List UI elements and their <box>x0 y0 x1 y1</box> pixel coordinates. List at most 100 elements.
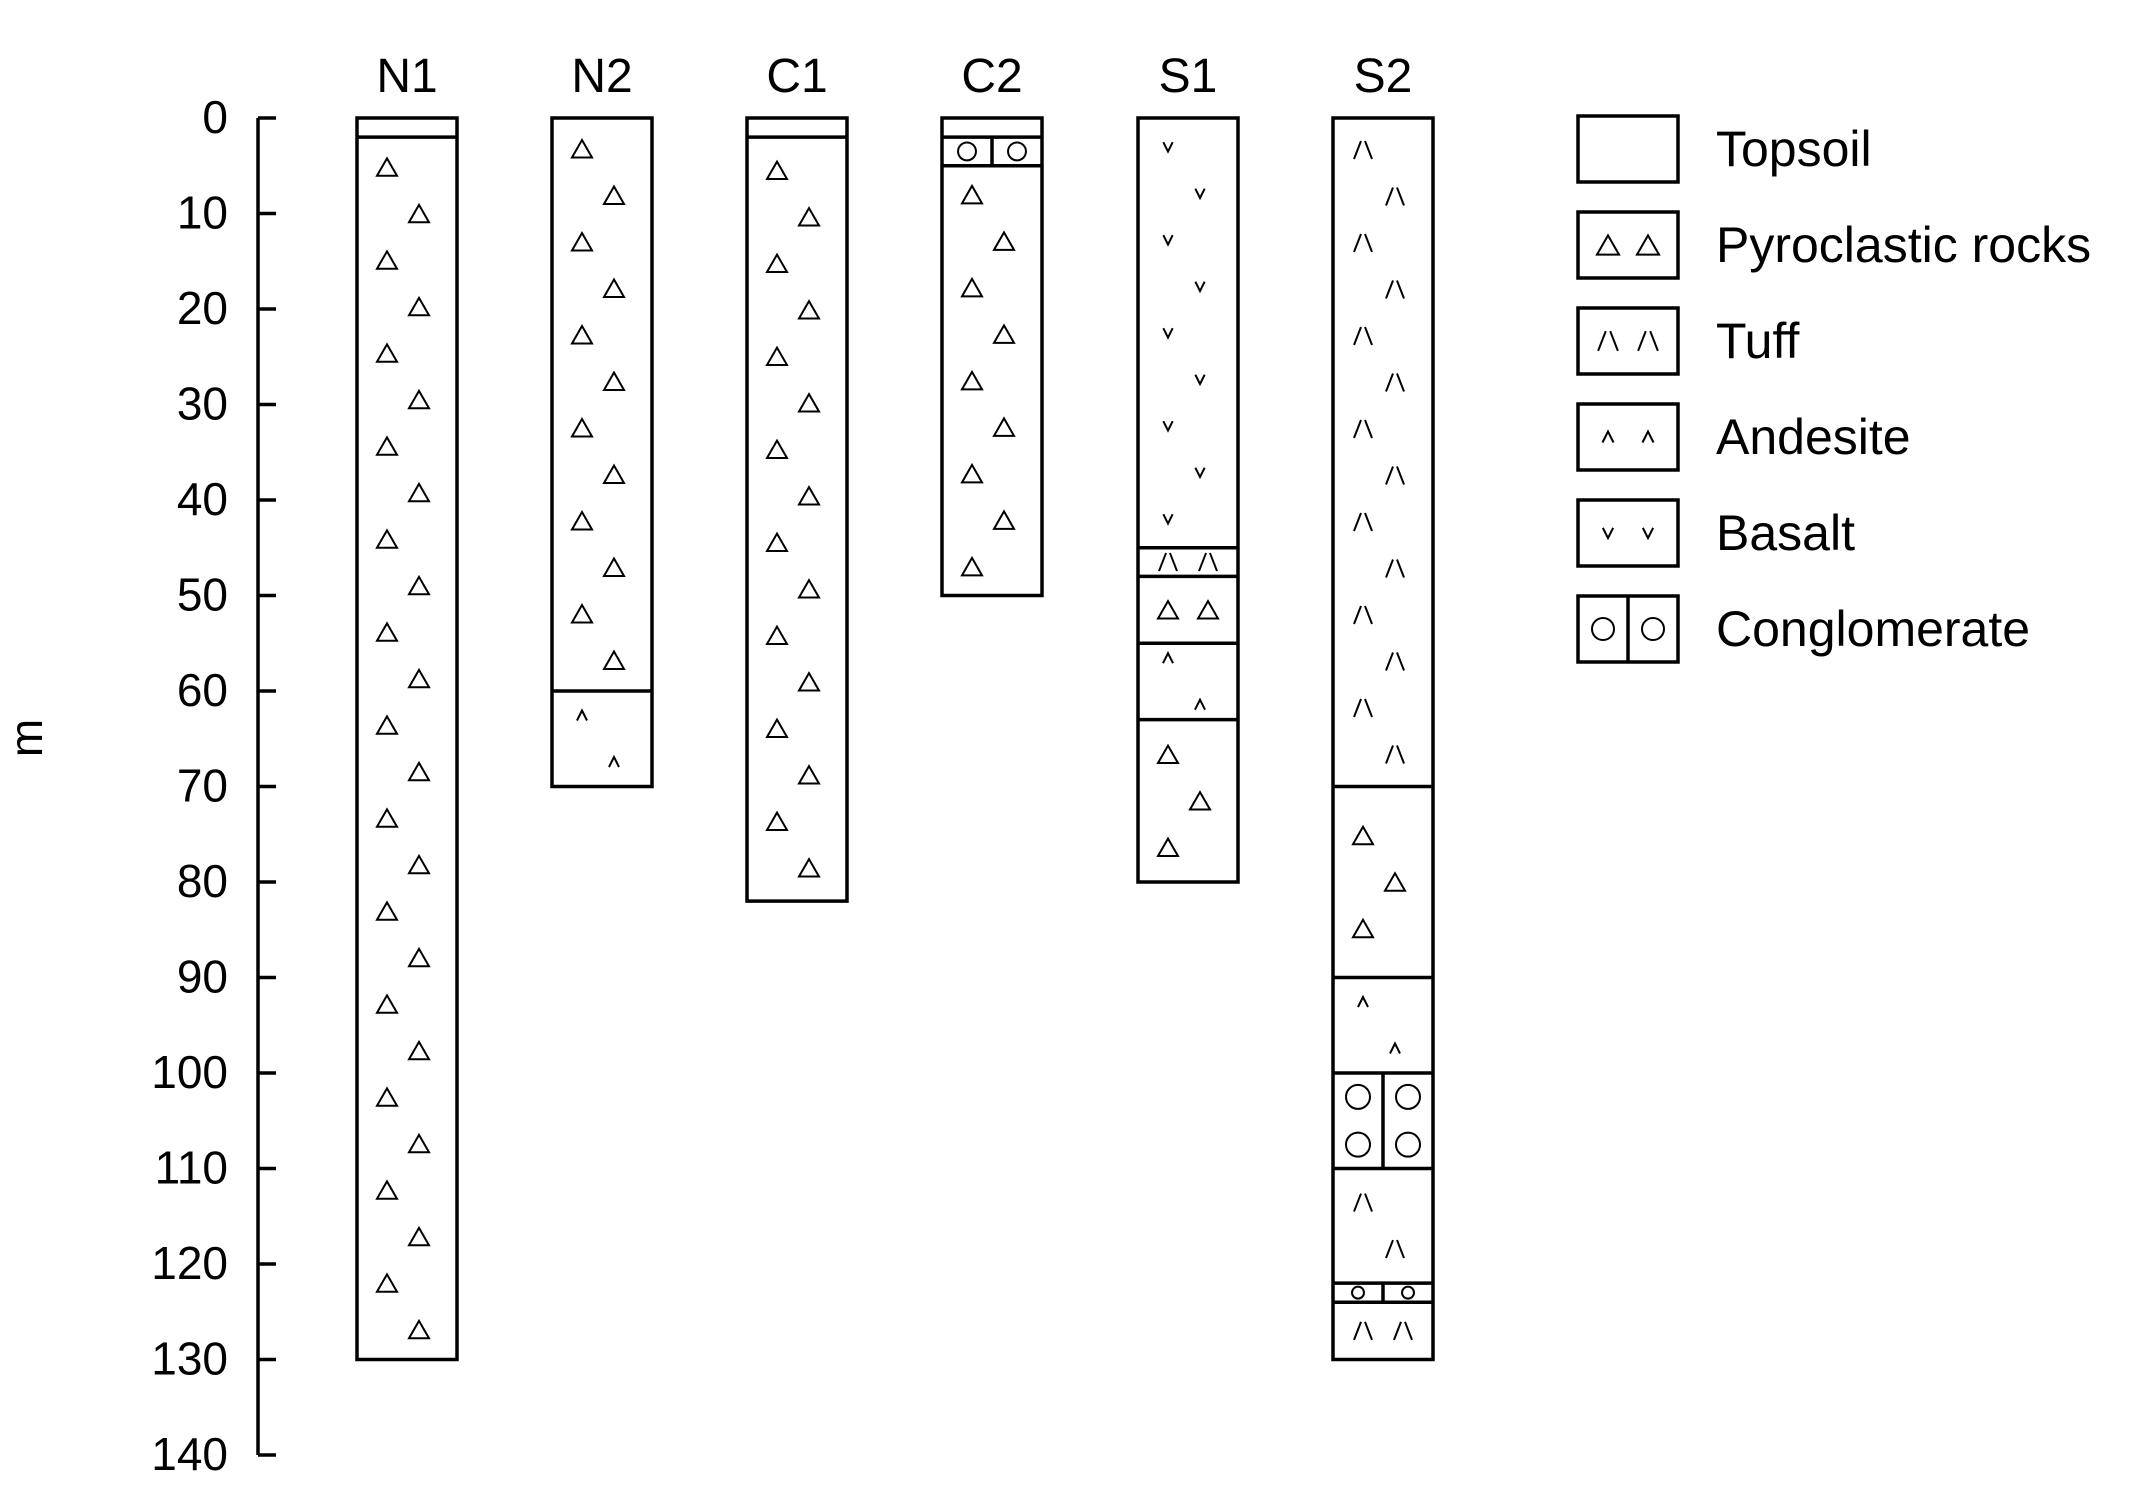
borehole-label: N1 <box>376 50 437 103</box>
borehole-outline <box>550 116 654 789</box>
andesite-symbol <box>1389 1041 1401 1054</box>
pyroclastic-symbol <box>407 388 431 410</box>
conglomerate-symbol <box>1591 617 1615 641</box>
tuff-symbol <box>1597 330 1619 352</box>
layer-tuff <box>1333 1300 1433 1341</box>
layer-pyroclastic <box>1333 784 1433 939</box>
layer-andesite <box>1333 975 1433 1054</box>
pyroclastic-symbol <box>375 807 399 828</box>
pyroclastic-symbol <box>765 810 789 832</box>
pyroclastic-symbol <box>570 417 594 438</box>
pyroclastic-symbol <box>1156 743 1180 765</box>
conglomerate-symbol <box>1351 1285 1365 1300</box>
conglomerate-symbol <box>1345 1131 1371 1158</box>
basalt-symbol <box>1162 234 1174 247</box>
pyroclastic-symbol <box>375 621 399 642</box>
tuff-symbol <box>1385 466 1405 485</box>
pyroclastic-symbol <box>407 202 431 224</box>
pyroclastic-symbol <box>960 369 984 391</box>
tuff-symbol <box>1353 698 1373 718</box>
borehole-c2: C2 <box>940 50 1044 598</box>
y-tick-label: 50 <box>177 569 228 621</box>
pyroclastic-symbol <box>1351 917 1375 939</box>
basalt-symbol <box>1601 527 1615 541</box>
pyroclastic-symbol <box>602 184 626 205</box>
pyroclastic-symbol <box>407 760 431 782</box>
pyroclastic-symbol <box>960 555 984 577</box>
tuff-symbol <box>1393 1321 1413 1341</box>
pyroclastic-symbol <box>375 528 399 549</box>
pyroclastic-symbol <box>375 342 399 363</box>
pyroclastic-symbol <box>1595 233 1621 256</box>
andesite-symbol <box>1357 994 1369 1008</box>
pyroclastic-symbol <box>375 1086 399 1107</box>
pyroclastic-symbol <box>602 649 626 670</box>
borehole-outline <box>355 116 459 1362</box>
layer-pyroclastic <box>357 135 457 1340</box>
borehole-s1: S1 <box>1136 50 1240 884</box>
legend-label: Conglomerate <box>1716 601 2030 657</box>
layer-pyroclastic <box>942 164 1042 577</box>
tuff-symbol <box>1353 419 1373 439</box>
pyroclastic-symbol <box>960 183 984 205</box>
borehole-outline <box>940 116 1044 598</box>
legend-item-tuff: Tuff <box>1576 306 1799 376</box>
pyroclastic-symbol <box>602 556 626 577</box>
conglomerate-symbol <box>1395 1083 1421 1110</box>
layer-pyroclastic <box>747 135 847 878</box>
borehole-c1: C1 <box>745 50 849 903</box>
legend-swatch-border <box>1576 210 1680 280</box>
pyroclastic-symbol <box>797 764 821 785</box>
y-tick-label: 80 <box>177 855 228 907</box>
tuff-symbol <box>1158 552 1178 572</box>
andesite-symbol <box>608 754 620 768</box>
pyroclastic-symbol <box>797 578 821 599</box>
pyroclastic-symbol <box>375 714 399 735</box>
pyroclastic-symbol <box>797 485 821 506</box>
y-tick-label: 100 <box>151 1046 228 1098</box>
legend-swatch <box>1576 114 1680 184</box>
layer-tuff <box>1138 546 1238 572</box>
borehole-label: S2 <box>1354 50 1413 103</box>
basalt-symbol <box>1162 513 1174 526</box>
y-axis-title: m <box>0 719 52 757</box>
conglomerate-symbol <box>1641 617 1665 641</box>
pyroclastic-symbol <box>570 324 594 345</box>
layer-conglomerate <box>1333 1281 1433 1303</box>
pyroclastic-symbol <box>570 510 594 531</box>
pyroclastic-symbol <box>797 392 821 413</box>
pyroclastic-symbol <box>407 1318 431 1340</box>
tuff-symbol <box>1353 233 1373 253</box>
pyroclastic-symbol <box>765 438 789 460</box>
tuff-symbol <box>1385 559 1405 578</box>
basalt-symbol <box>1194 281 1206 294</box>
layer-conglomerate <box>1333 1071 1433 1169</box>
y-tick-label: 90 <box>177 951 228 1003</box>
pyroclastic-symbol <box>602 463 626 484</box>
pyroclastic-symbol <box>765 159 789 181</box>
pyroclastic-symbol <box>407 1039 431 1061</box>
y-tick-label: 20 <box>177 282 228 334</box>
pyroclastic-symbol <box>570 138 594 159</box>
layer-pyroclastic <box>570 138 626 670</box>
legend-label: Andesite <box>1716 409 1911 465</box>
pyroclastic-symbol <box>765 252 789 274</box>
legend-swatch <box>1576 498 1680 568</box>
layer-tuff <box>1353 140 1405 764</box>
y-tick-label: 60 <box>177 664 228 716</box>
tuff-symbol <box>1198 552 1218 572</box>
layer-basalt <box>1162 141 1206 526</box>
y-tick-label: 70 <box>177 760 228 812</box>
andesite-symbol <box>1194 697 1206 711</box>
tuff-symbol <box>1353 605 1373 625</box>
conglomerate-symbol <box>1007 141 1027 162</box>
pyroclastic-symbol <box>992 416 1016 437</box>
pyroclastic-symbol <box>1188 790 1212 811</box>
borehole-outline <box>745 116 849 903</box>
andesite-symbol <box>1641 429 1655 443</box>
pyroclastic-symbol <box>602 277 626 298</box>
legend-swatch-border <box>1576 594 1680 664</box>
